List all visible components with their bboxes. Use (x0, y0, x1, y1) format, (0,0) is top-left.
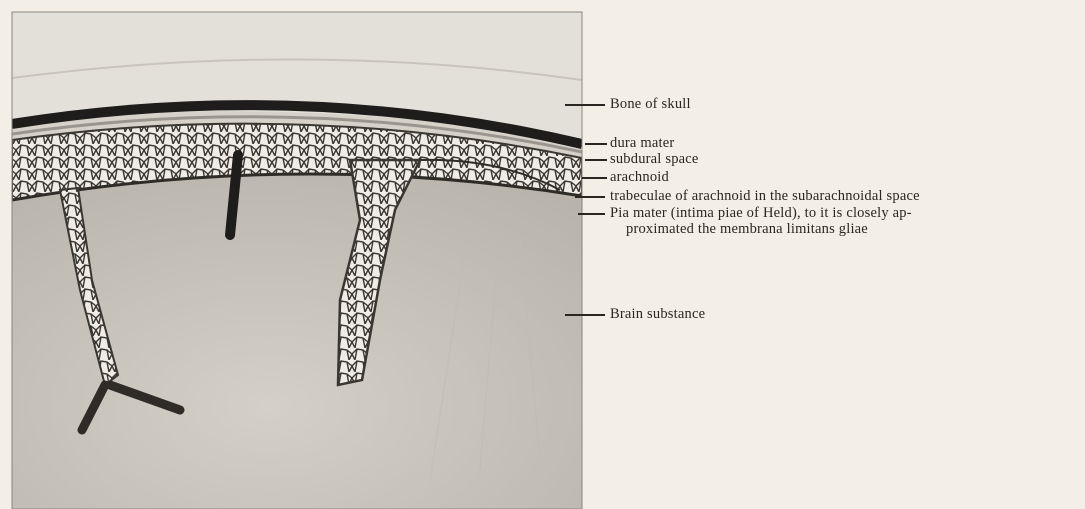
leader-bone-of-skull (565, 104, 605, 106)
label-pia-mater-line1: Pia mater (intima piae of Held), to it i… (610, 205, 912, 221)
label-dura-mater: dura mater (610, 135, 674, 151)
label-subdural-space: subdural space (610, 151, 699, 167)
leader-pia-mater (578, 213, 605, 215)
label-brain-substance: Brain substance (610, 306, 705, 322)
leader-arachnoid (582, 177, 607, 179)
label-bone-of-skull: Bone of skull (610, 96, 691, 112)
leader-subdural-space (585, 159, 607, 161)
label-pia-mater-line2: proximated the membrana limitans gliae (626, 221, 868, 237)
leader-brain-substance (565, 314, 605, 316)
leader-dura-mater (585, 143, 607, 145)
leader-trabeculae (575, 196, 605, 198)
label-arachnoid: arachnoid (610, 169, 669, 185)
label-trabeculae: trabeculae of arachnoid in the subarachn… (610, 188, 920, 204)
